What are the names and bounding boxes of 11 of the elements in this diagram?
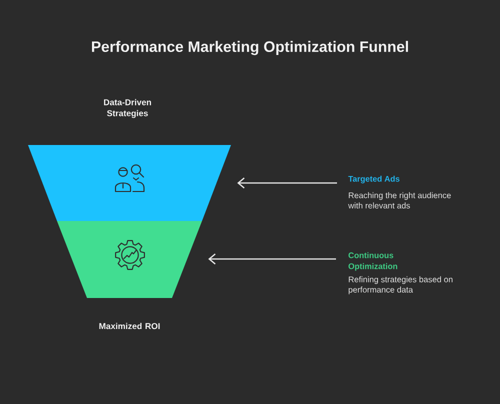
description: Reaching the right audience with relevant ads	[348, 192, 451, 208]
funnel-label: Maximized ROI	[99, 322, 160, 330]
arrow	[208, 254, 336, 264]
title: Performance Marketing Optimization Funnel	[92, 40, 408, 56]
heading: Targeted Ads	[348, 176, 400, 184]
funnel-stage	[28, 145, 231, 221]
arrow	[237, 178, 337, 188]
funnel-label: Data-Driven Strategies	[104, 99, 151, 118]
heading: Continuous Optimization	[348, 252, 398, 271]
description: Refining strategies based on performance data	[348, 276, 452, 294]
funnel-stage	[57, 221, 202, 298]
